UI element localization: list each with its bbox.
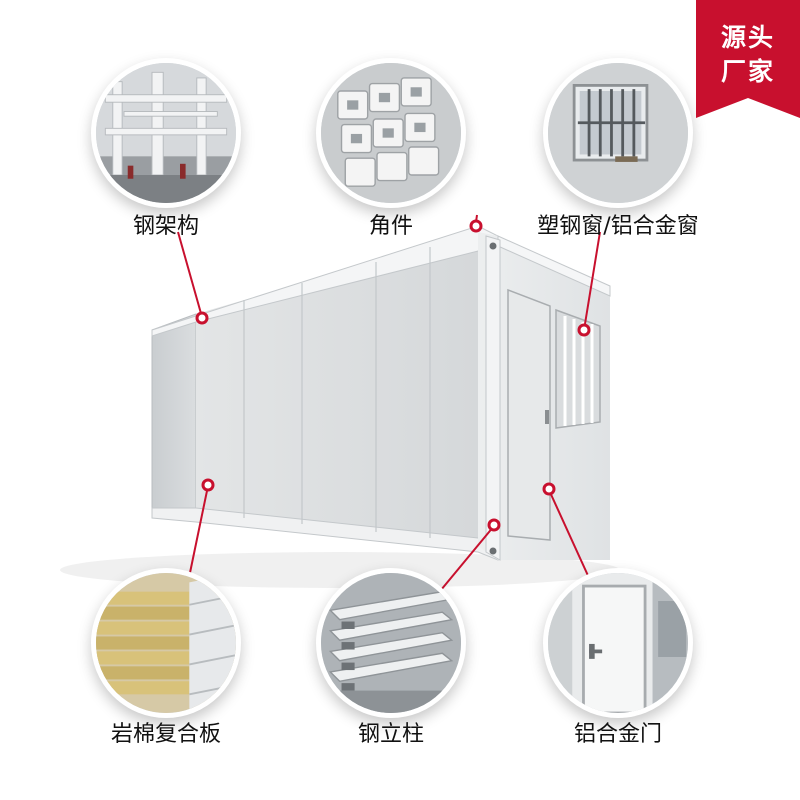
badge-ribbon-icon: [696, 0, 800, 118]
rockwool-panel-photo: [91, 568, 241, 718]
rockwool-panel-label: 岩棉复合板: [110, 722, 221, 747]
source-factory-badge: 源头 厂家: [696, 0, 800, 118]
steel-frame-label: 钢架构: [132, 214, 199, 239]
steel-column-photo: [316, 568, 466, 718]
badge-line-1: 源头: [720, 23, 775, 52]
badge-line-2: 厂家: [720, 57, 775, 86]
corner-fitting-label: 角件: [368, 214, 413, 239]
steel-column-label: 钢立柱: [357, 722, 424, 747]
window-photo: [543, 58, 693, 208]
window-label: 塑钢窗/铝合金窗: [537, 214, 699, 239]
door-label: 铝合金门: [573, 722, 662, 747]
steel-frame-photo: [91, 58, 241, 208]
corner-fitting-photo: [316, 58, 466, 208]
door-photo: [543, 568, 693, 718]
